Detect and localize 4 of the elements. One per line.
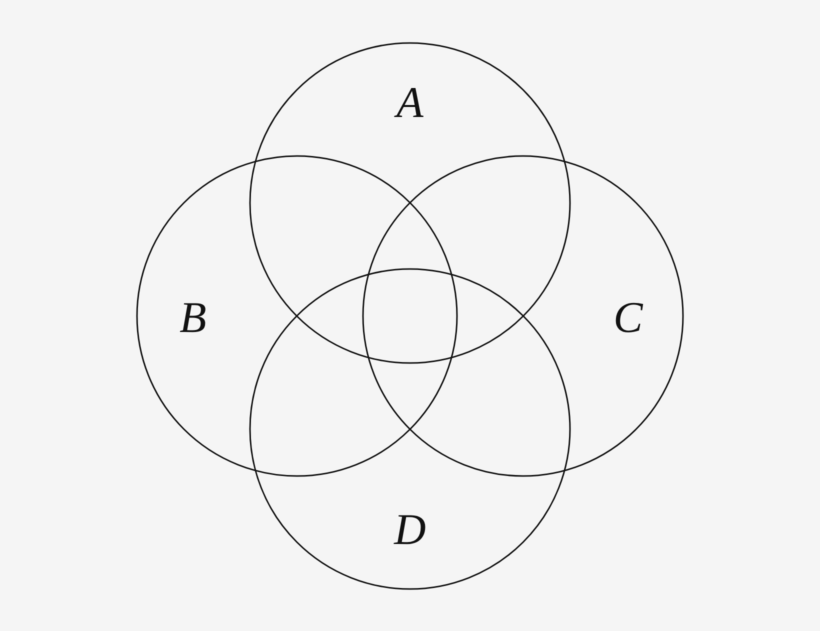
- set-label: D: [394, 508, 426, 552]
- set-label: C: [613, 296, 643, 340]
- set-label: A: [396, 81, 424, 125]
- set-label: B: [180, 296, 206, 340]
